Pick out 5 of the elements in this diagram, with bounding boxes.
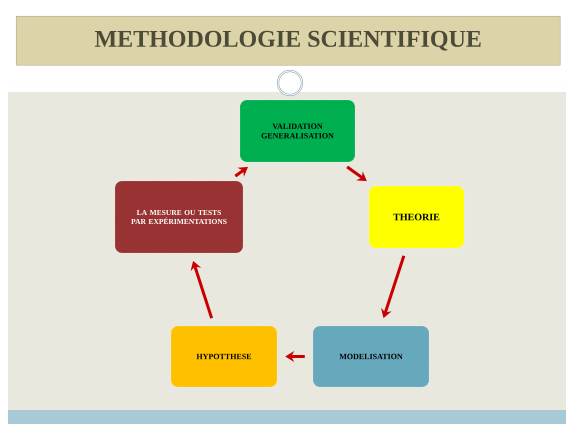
process-box: MODELISATION [312,326,430,388]
title-banner: METHODOLOGIE SCIENTIFIQUE [16,16,560,66]
process-box: VALIDATION GENERALISATION [240,100,356,162]
process-box: THEORIE [368,186,464,248]
process-box: HYPOTTHESE [170,326,278,388]
